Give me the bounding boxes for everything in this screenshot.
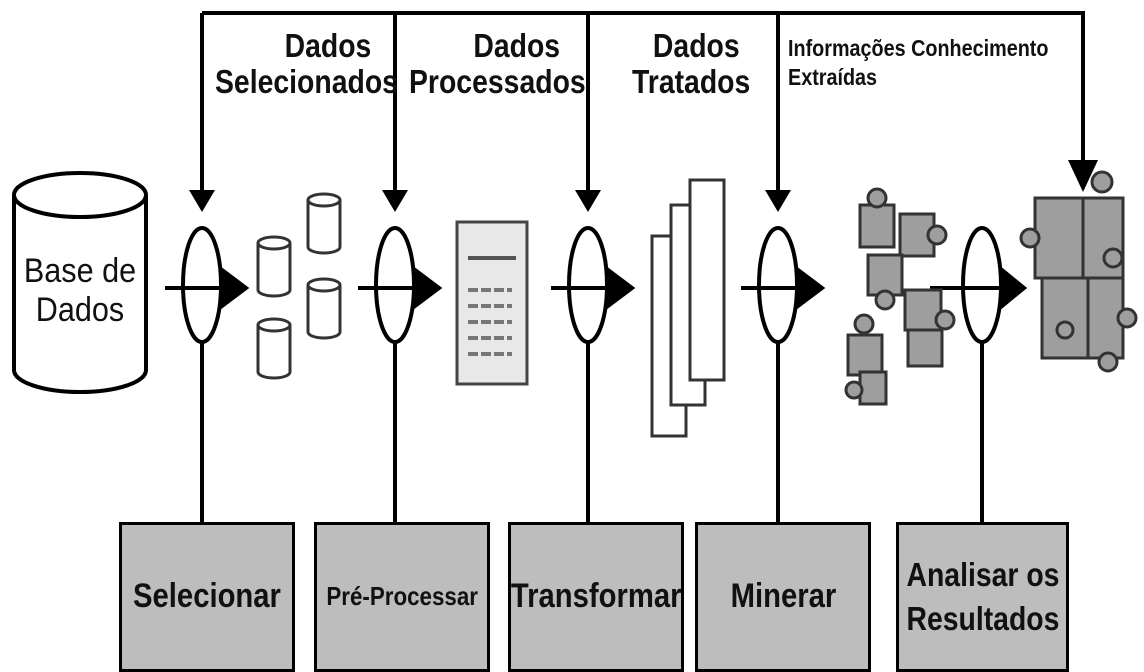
valve-preprocess [358, 226, 443, 344]
valve-select [165, 226, 250, 344]
extracted-info-label-line1: Informações Conhecimento [788, 35, 1049, 61]
processed-data-label-line2: Processados [409, 63, 586, 101]
stage-analyze-box: Analisar os Resultados [896, 522, 1069, 672]
feedback-arrowheads [189, 160, 1098, 212]
stage-preprocess-box: Pré-Processar [314, 522, 490, 672]
stage-transform-label: Transformar [510, 577, 682, 616]
processed-data-label: Dados Processados [409, 27, 586, 101]
scattered-puzzle-icon [844, 187, 956, 406]
extracted-info-label: Informações Conhecimento Extraídas [788, 35, 1049, 91]
arrowhead-mine [765, 190, 791, 212]
valve-mine [741, 226, 826, 344]
treated-data-label-line2: Tratados [632, 63, 751, 101]
valve-transform [551, 226, 636, 344]
process-valves [165, 226, 1028, 344]
arrowhead-preprocess [382, 190, 408, 212]
valve-analyze [930, 226, 1028, 344]
stage-analyze-label-line1: Analisar os [906, 556, 1060, 594]
arrowhead-select [189, 190, 215, 212]
selected-data-icon [256, 192, 342, 380]
database-label-line2: Dados [35, 291, 125, 330]
stage-preprocess-label: Pré-Processar [326, 581, 478, 612]
selected-data-label-line1: Dados [284, 27, 372, 64]
processed-data-document-icon [455, 220, 529, 386]
stage-mine-box: Minerar [695, 522, 871, 672]
extracted-info-label-line2: Extraídas [788, 64, 878, 91]
assembled-puzzle-icon [1019, 170, 1138, 373]
database-cylinder [12, 171, 148, 394]
arrowhead-transform [575, 190, 601, 212]
stage-select-box: Selecionar [119, 522, 295, 672]
treated-data-label-line1: Dados [652, 27, 740, 64]
stage-mine-label: Minerar [730, 577, 836, 616]
selected-data-label-line2: Selecionados [215, 63, 398, 101]
arrowhead-results [1068, 160, 1098, 192]
processed-data-label-line1: Dados [473, 27, 561, 64]
database-label-line1: Base de [23, 252, 137, 290]
stage-connectors [200, 342, 984, 525]
stage-transform-box: Transformar [508, 522, 684, 672]
stage-select-label: Selecionar [133, 577, 281, 616]
stage-analyze-label-line2: Resultados [906, 600, 1059, 637]
database-label: Base de Dados [21, 252, 140, 330]
treated-data-label: Dados Tratados [632, 27, 751, 101]
feedback-bus [200, 11, 1085, 195]
treated-data-pages-icon [650, 178, 726, 438]
selected-data-label: Dados Selecionados [215, 27, 398, 101]
